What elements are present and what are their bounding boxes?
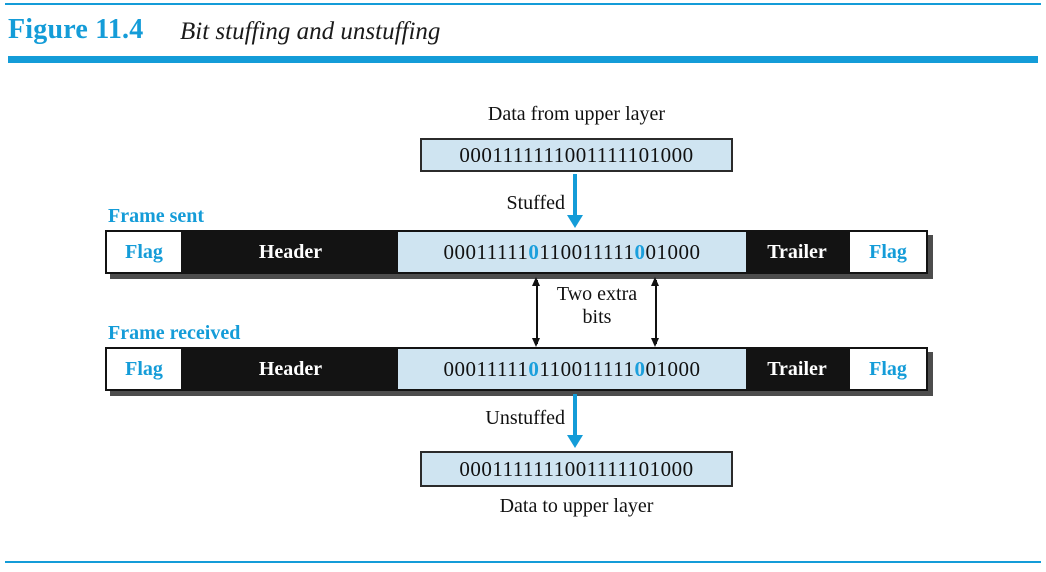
stuffed-label: Stuffed	[506, 192, 565, 214]
received-bits-post: 01000	[645, 356, 701, 381]
data-box-upper: 0001111111001111101000	[420, 138, 733, 172]
accent-bar	[8, 56, 1038, 63]
frame-sent-header: Header	[183, 232, 398, 272]
extra-bit-arrow-left-icon	[531, 277, 542, 347]
frame-sent-trailer: Trailer	[746, 232, 848, 272]
unstuffed-arrow-down-icon	[567, 394, 583, 448]
frame-sent-label: Frame sent	[108, 205, 205, 227]
annotation-line-2: bits	[582, 306, 612, 328]
extra-bit-arrow-right-icon	[650, 277, 661, 347]
figure-title: Bit stuffing and unstuffing	[180, 18, 441, 45]
two-extra-bits-annotation: Two extra bits	[542, 283, 652, 329]
unstuffed-label: Unstuffed	[485, 407, 565, 429]
frame-sent-flag-right: Flag	[848, 232, 926, 272]
stuffed-arrow-down-icon	[567, 174, 583, 228]
frame-received-trailer: Trailer	[746, 349, 848, 389]
data-box-lower: 0001111111001111101000	[420, 451, 733, 487]
received-bits-pre: 00011111	[443, 356, 529, 381]
frame-received-label: Frame received	[108, 322, 241, 344]
received-bits-mid: 110011111	[539, 356, 635, 381]
upper-bits: 0001111111001111101000	[459, 142, 694, 167]
lower-bits: 0001111111001111101000	[459, 456, 694, 481]
caption-data-to-upper-layer: Data to upper layer	[499, 495, 654, 517]
frame-received-header: Header	[183, 349, 398, 389]
sent-stuffed-bit-1: 0	[528, 239, 540, 264]
sent-bits-post: 01000	[645, 239, 701, 264]
sent-bits-pre: 00011111	[443, 239, 529, 264]
received-stuffed-bit-1: 0	[528, 356, 540, 381]
frame-received-flag-right: Flag	[848, 349, 926, 389]
caption-data-from-upper-layer: Data from upper layer	[487, 103, 666, 125]
top-rule	[5, 3, 1041, 5]
bottom-rule	[5, 561, 1041, 563]
sent-bits-mid: 110011111	[539, 239, 635, 264]
annotation-line-1: Two extra	[556, 283, 638, 305]
frame-sent-flag-left: Flag	[107, 232, 183, 272]
frame-received-flag-left: Flag	[107, 349, 183, 389]
received-stuffed-bit-2: 0	[634, 356, 646, 381]
sent-stuffed-bit-2: 0	[634, 239, 646, 264]
figure-number: Figure 11.4	[8, 14, 144, 45]
